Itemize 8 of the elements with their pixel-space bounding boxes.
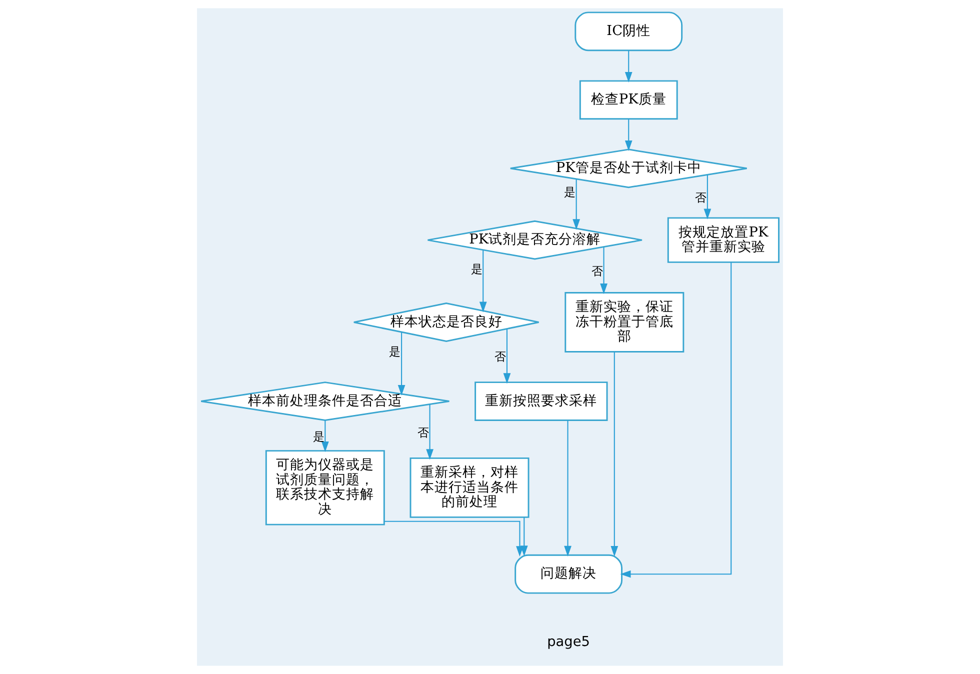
edge-label: 是 xyxy=(470,262,483,276)
edge-label: 否 xyxy=(417,425,430,440)
edge-label: 否 xyxy=(494,350,507,364)
edge-label: 否 xyxy=(591,264,604,278)
edge-label: 是 xyxy=(312,430,325,444)
label: page5 xyxy=(547,634,590,650)
edge-label: 否 xyxy=(695,190,708,204)
edge-label: 是 xyxy=(389,344,402,359)
